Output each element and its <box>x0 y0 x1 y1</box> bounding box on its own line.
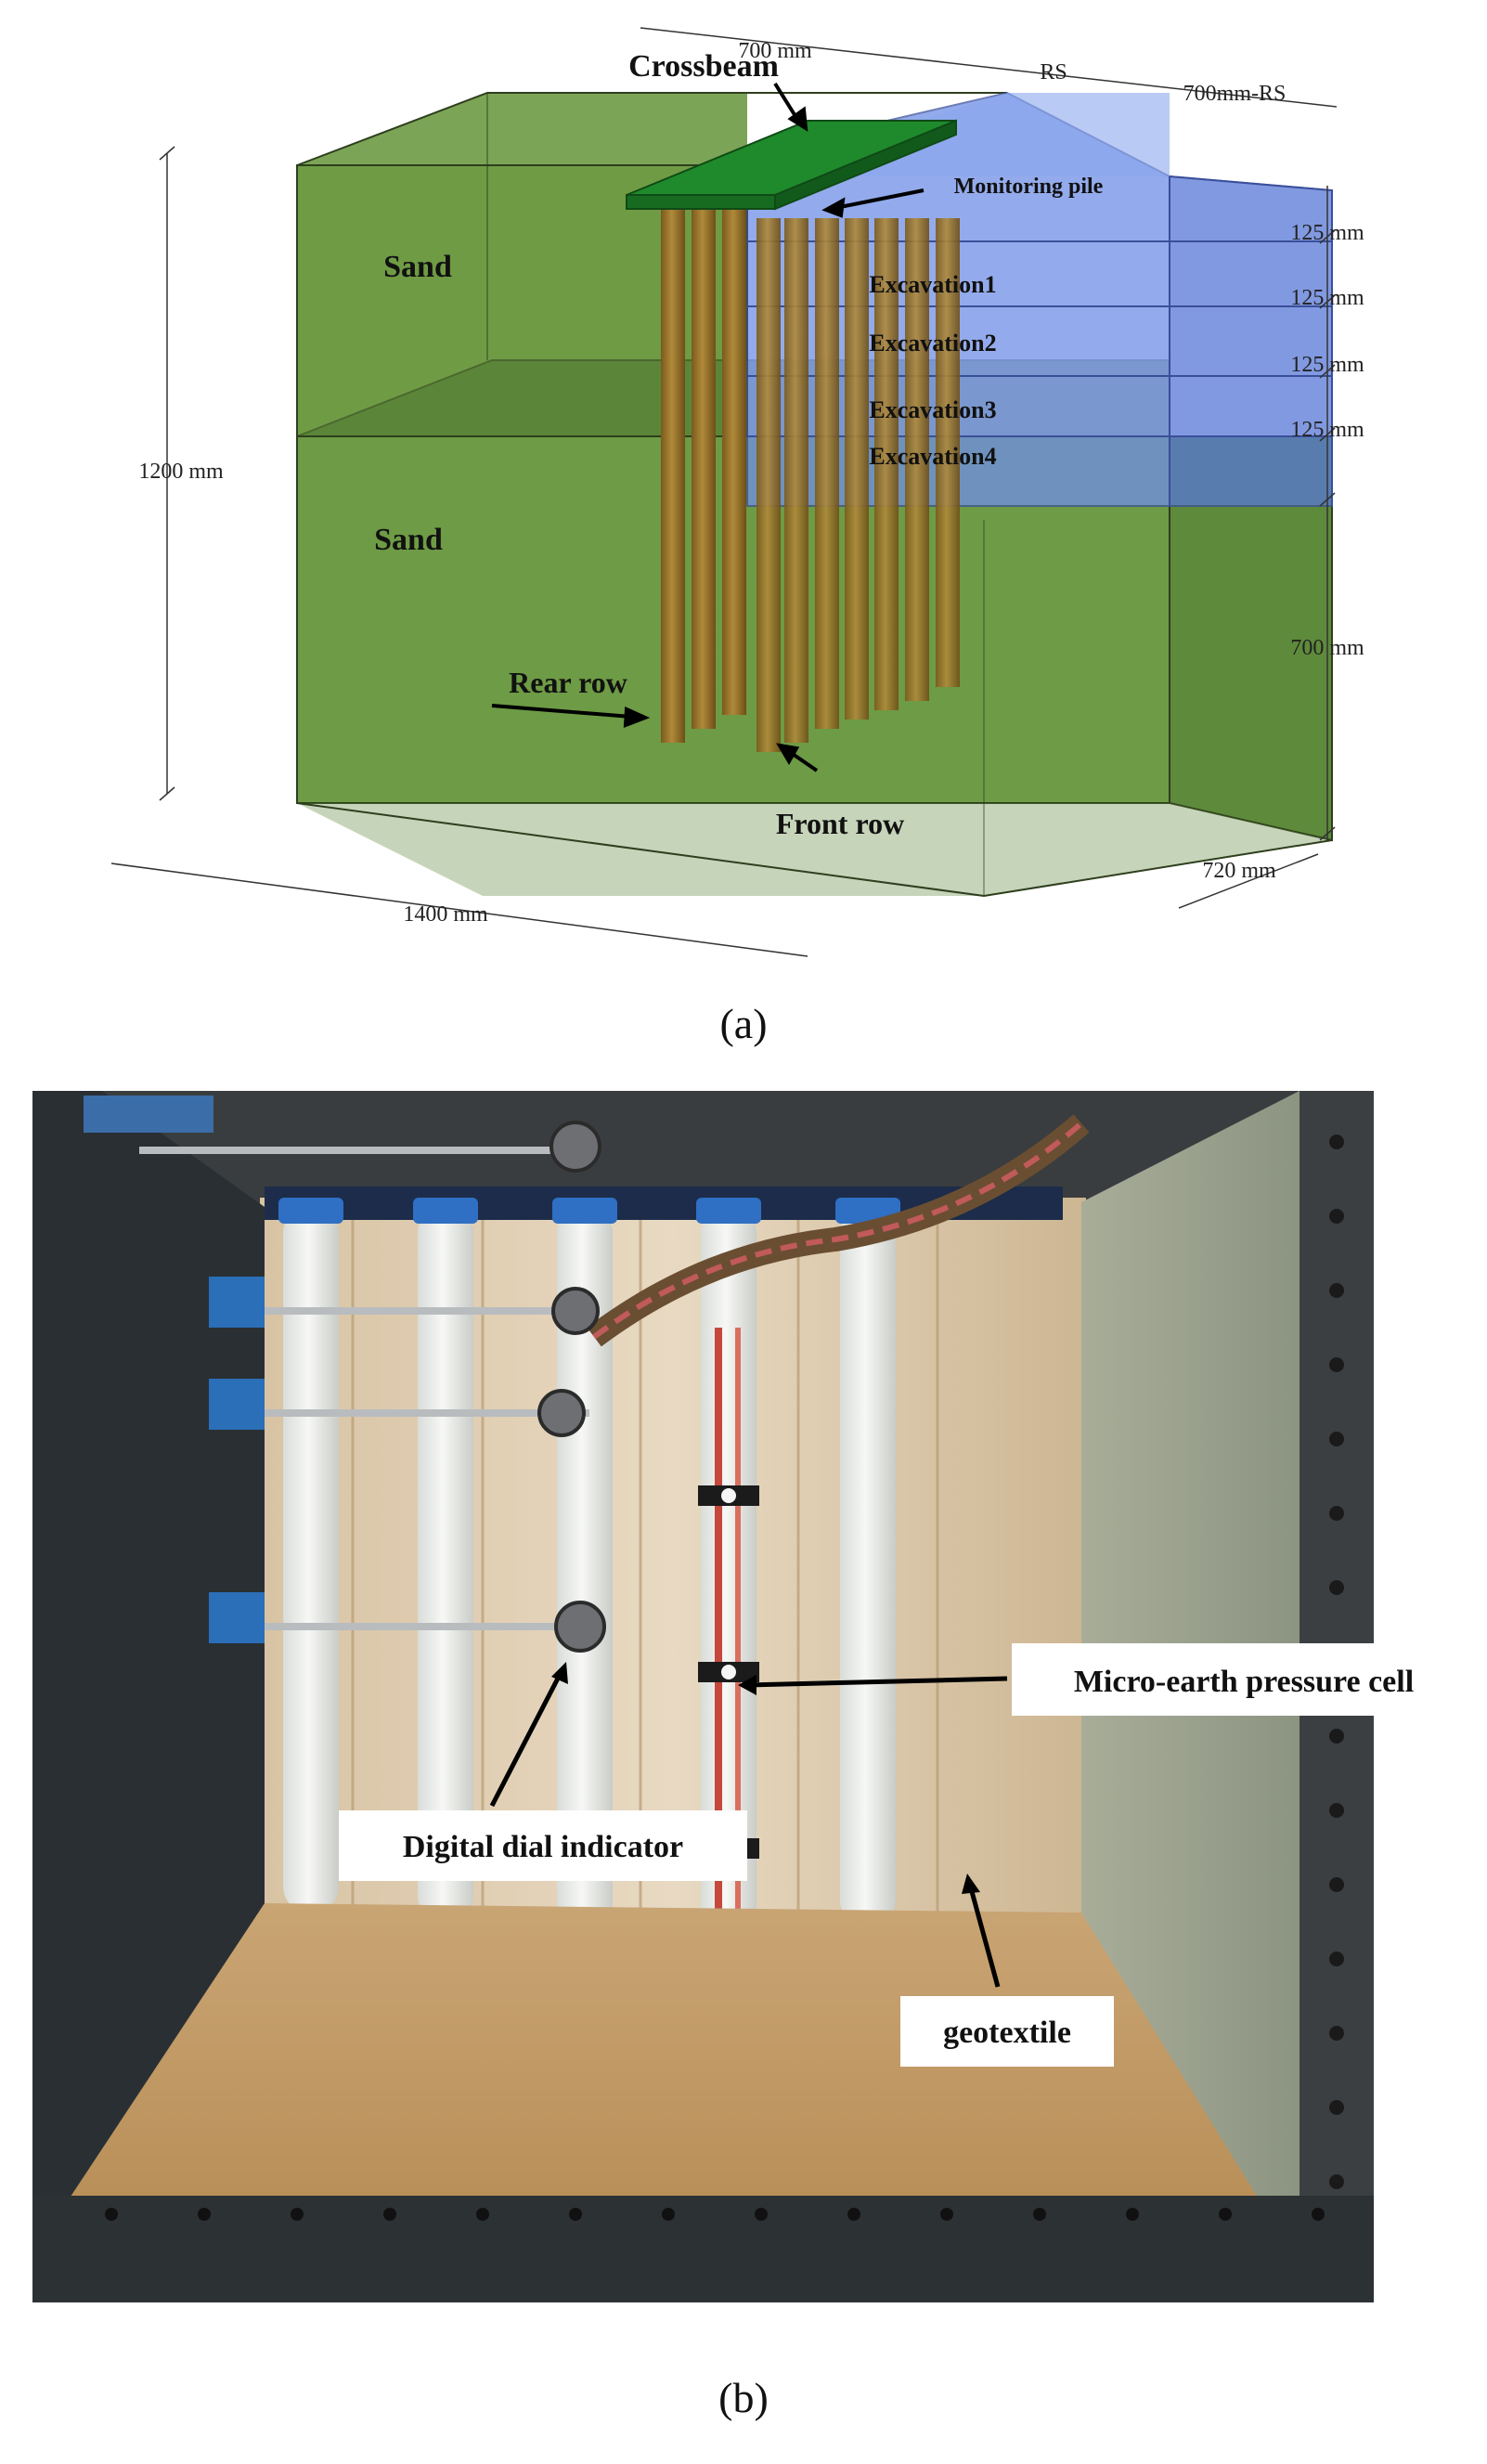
front-pile-4 <box>845 218 869 720</box>
model-piles <box>278 1198 900 1940</box>
caption-a: (a) <box>719 1000 767 1047</box>
annotation-arrows <box>491 82 925 772</box>
dim-embed: 700 mm <box>1290 636 1364 660</box>
panel-b-photo: Micro-earth pressure cell Digital dial i… <box>0 1068 1487 2464</box>
rail-holes <box>105 2208 1325 2221</box>
caption-b: (b) <box>718 2374 769 2421</box>
pile-5 <box>840 1207 896 1926</box>
pressure-cell-text: Micro-earth pressure cell <box>1074 1665 1414 1699</box>
dim-depth: 720 mm <box>1202 859 1276 883</box>
left-steel-plate <box>32 1091 265 2210</box>
pile-3 <box>557 1207 613 1931</box>
front-pile-3 <box>815 218 839 729</box>
rear-pile-2 <box>692 209 716 729</box>
label-sand-lower: Sand <box>374 523 443 557</box>
front-pile-1 <box>756 218 781 752</box>
label-sand-upper: Sand <box>383 250 452 284</box>
geotextile-text: geotextile <box>943 2016 1071 2050</box>
panel-a-schematic: 700 mm RS 700mm-RS 1200 mm 125 mm 125 mm… <box>0 0 1487 1068</box>
top-bracket <box>84 1096 213 1133</box>
rear-pile-3 <box>722 209 746 715</box>
label-dial-indicator: Digital dial indicator <box>339 1662 747 1881</box>
dim-layer4: 125 mm <box>1290 418 1364 442</box>
monitoring-pile-arrow <box>830 188 925 211</box>
dial-indicators <box>139 1121 606 1653</box>
pile-2 <box>418 1207 473 1922</box>
label-excavation2: Excavation2 <box>869 330 996 357</box>
dial-gauge-1 <box>551 1287 600 1335</box>
label-excavation4: Excavation4 <box>869 443 996 470</box>
label-excavation3: Excavation3 <box>869 396 996 423</box>
dim-top-width: 700 mm <box>738 39 812 63</box>
label-monitoring-pile: Monitoring pile <box>954 175 1104 199</box>
dimension-lines <box>110 27 1338 957</box>
front-pile-7 <box>936 218 960 687</box>
label-rear-row: Rear row <box>509 666 627 699</box>
dim-layer3: 125 mm <box>1290 353 1364 377</box>
label-pressure-cell: Micro-earth pressure cell <box>738 1643 1476 1716</box>
bottom-steel-rail <box>32 2196 1374 2302</box>
photo-svg: Micro-earth pressure cell Digital dial i… <box>32 1091 1476 2421</box>
dial-gauge-3 <box>554 1601 606 1653</box>
pile-1 <box>283 1207 339 1913</box>
front-pile-5 <box>874 218 899 710</box>
dim-rs: RS <box>1040 60 1067 84</box>
label-crossbeam: Crossbeam <box>628 49 779 84</box>
magnetic-base-2 <box>209 1379 265 1430</box>
dial-gauge-2 <box>537 1389 586 1437</box>
magnetic-base-3 <box>209 1592 265 1643</box>
schematic-svg: 700 mm RS 700mm-RS 1200 mm 125 mm 125 mm… <box>110 27 1364 1047</box>
crossbeam <box>626 119 957 211</box>
label-excavation1: Excavation1 <box>869 271 996 298</box>
post-holes <box>1329 1135 1344 2189</box>
dim-layer1: 125 mm <box>1290 221 1364 245</box>
front-pile-6 <box>905 218 929 701</box>
dial-indicator-text: Digital dial indicator <box>403 1830 683 1864</box>
dim-length: 1400 mm <box>403 902 488 927</box>
label-geotextile: geotextile <box>900 1874 1114 2067</box>
magnetic-base-1 <box>209 1277 265 1328</box>
dim-layer2: 125 mm <box>1290 286 1364 310</box>
rear-row-arrow <box>491 704 632 719</box>
sand-floor <box>65 1903 1262 2205</box>
dial-gauge-top <box>550 1121 601 1173</box>
label-front-row: Front row <box>776 807 904 840</box>
piles <box>661 209 960 752</box>
dim-remainder: 700mm-RS <box>1183 82 1287 106</box>
dim-height: 1200 mm <box>138 460 224 484</box>
front-pile-2 <box>784 218 808 743</box>
rear-pile-1 <box>661 209 685 743</box>
